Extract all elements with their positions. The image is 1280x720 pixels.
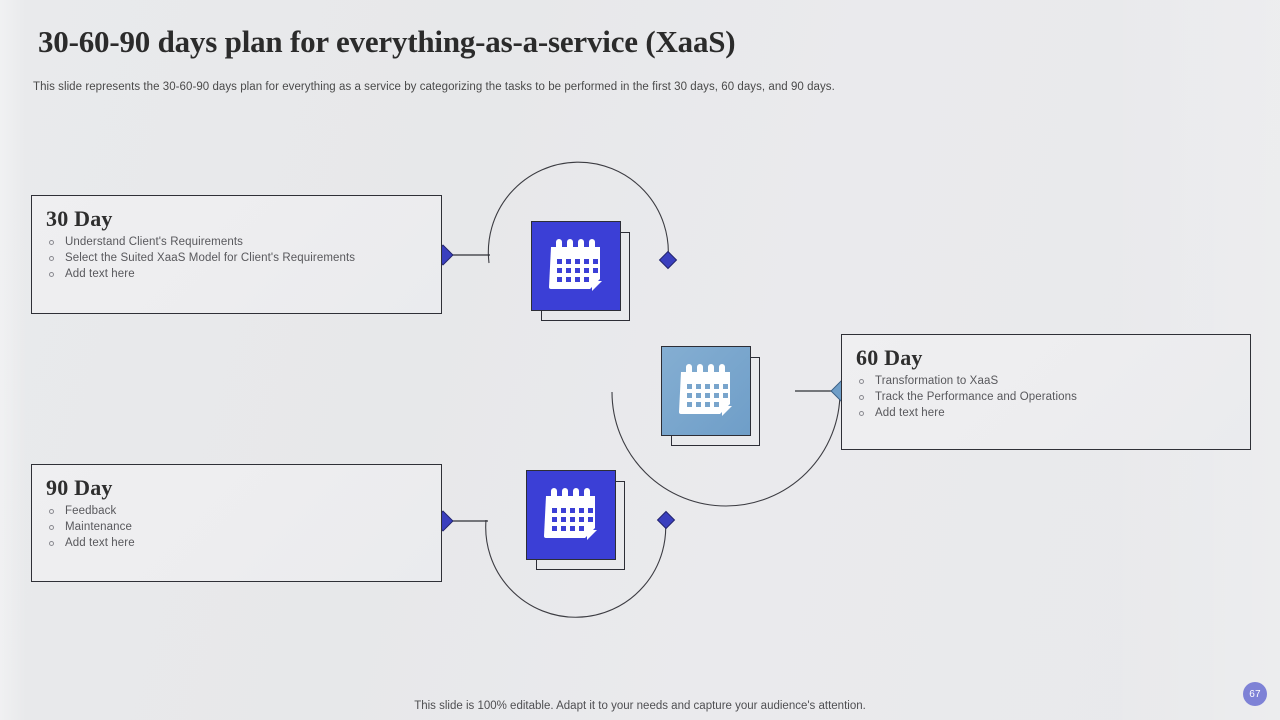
bullet-circle-icon [49, 524, 54, 530]
page-subtitle: This slide represents the 30-60-90 days … [33, 81, 835, 93]
list-item: Transformation to XaaS [858, 373, 1250, 389]
icon-square-30 [531, 221, 621, 311]
bullet-circle-icon [49, 540, 54, 546]
card-title-90-day: 90 Day [46, 475, 113, 500]
bullet-list-90-day: Feedback Maintenance Add text here [32, 503, 441, 551]
list-item: Add text here [48, 535, 441, 551]
card-90-day[interactable]: 90 Day Feedback Maintenance Add text her… [31, 464, 442, 582]
list-item-label: Track the Performance and Operations [875, 391, 1077, 403]
list-item: Understand Client's Requirements [48, 234, 441, 250]
calendar-icon [544, 488, 597, 540]
calendar-icon [679, 364, 732, 416]
list-item-label: Feedback [65, 505, 117, 517]
card-title-30-day: 30 Day [46, 206, 113, 231]
list-item-label: Add text here [65, 537, 135, 549]
bullet-circle-icon [49, 508, 54, 514]
list-item-label: Add text here [875, 407, 945, 419]
calendar-icon-tile-30 [531, 221, 630, 321]
calendar-icon [549, 239, 602, 291]
list-item: Track the Performance and Operations [858, 389, 1250, 405]
bullet-circle-icon [49, 239, 54, 245]
list-item: Add text here [48, 266, 441, 282]
list-item: Add text here [858, 405, 1250, 421]
icon-square-60 [661, 346, 751, 436]
bullet-circle-icon [49, 271, 54, 277]
bullet-circle-icon [859, 394, 864, 400]
bullet-list-60-day: Transformation to XaaS Track the Perform… [842, 373, 1250, 421]
card-60-day[interactable]: 60 Day Transformation to XaaS Track the … [841, 334, 1251, 450]
list-item-label: Select the Suited XaaS Model for Client'… [65, 252, 356, 264]
footer-note: This slide is 100% editable. Adapt it to… [414, 700, 866, 712]
icon-square-90 [526, 470, 616, 560]
diamond-marker-circle-90 [656, 510, 676, 530]
list-item: Feedback [48, 503, 441, 519]
list-item: Maintenance [48, 519, 441, 535]
calendar-icon-tile-60 [661, 346, 760, 446]
bullet-circle-icon [859, 378, 864, 384]
bullet-circle-icon [49, 255, 54, 261]
page-title: 30-60-90 days plan for everything-as-a-s… [38, 24, 736, 59]
calendar-icon-tile-90 [526, 470, 625, 570]
list-item-label: Maintenance [65, 521, 132, 533]
page-number-badge: 67 [1243, 682, 1267, 706]
list-item-label: Add text here [65, 268, 135, 280]
diamond-marker-circle-30 [658, 250, 678, 270]
card-title-60-day: 60 Day [856, 345, 923, 370]
bullet-circle-icon [859, 410, 864, 416]
card-30-day[interactable]: 30 Day Understand Client's Requirements … [31, 195, 442, 314]
list-item: Select the Suited XaaS Model for Client'… [48, 250, 441, 266]
list-item-label: Understand Client's Requirements [65, 236, 243, 248]
list-item-label: Transformation to XaaS [875, 375, 999, 387]
bullet-list-30-day: Understand Client's Requirements Select … [32, 234, 441, 282]
